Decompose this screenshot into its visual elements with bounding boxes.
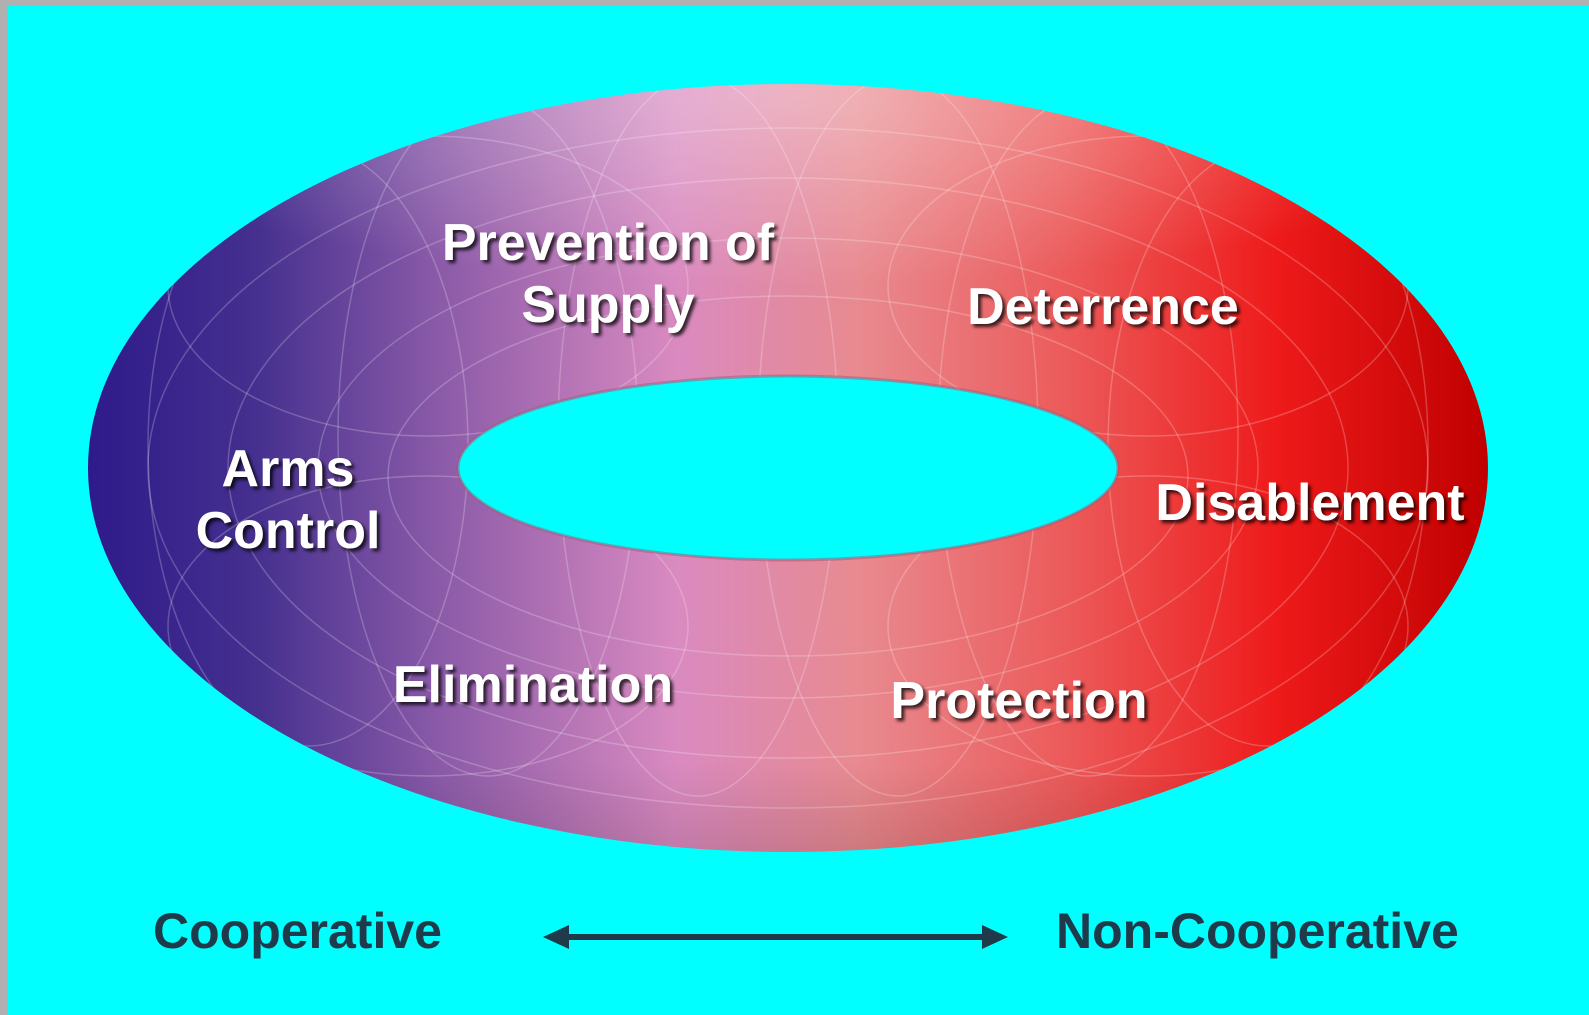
label-protection: Protection: [890, 672, 1148, 730]
label-deterrence: Deterrence: [967, 278, 1239, 336]
slide-canvas: Prevention of Supply Deterrence Arms Con…: [8, 6, 1589, 1015]
label-elimination: Elimination: [392, 656, 674, 714]
label-disablement: Disablement: [1155, 474, 1465, 532]
torus-ring: [88, 84, 1488, 852]
label-prevention-of-supply: Prevention of Supply: [441, 214, 775, 334]
label-arms-control: Arms Control: [195, 440, 381, 560]
double-arrow-icon: [543, 925, 1008, 949]
axis-label-cooperative: Cooperative: [153, 903, 442, 959]
axis-label-non-cooperative: Non-Cooperative: [1056, 903, 1459, 959]
torus-inner-rim: [456, 374, 1120, 562]
